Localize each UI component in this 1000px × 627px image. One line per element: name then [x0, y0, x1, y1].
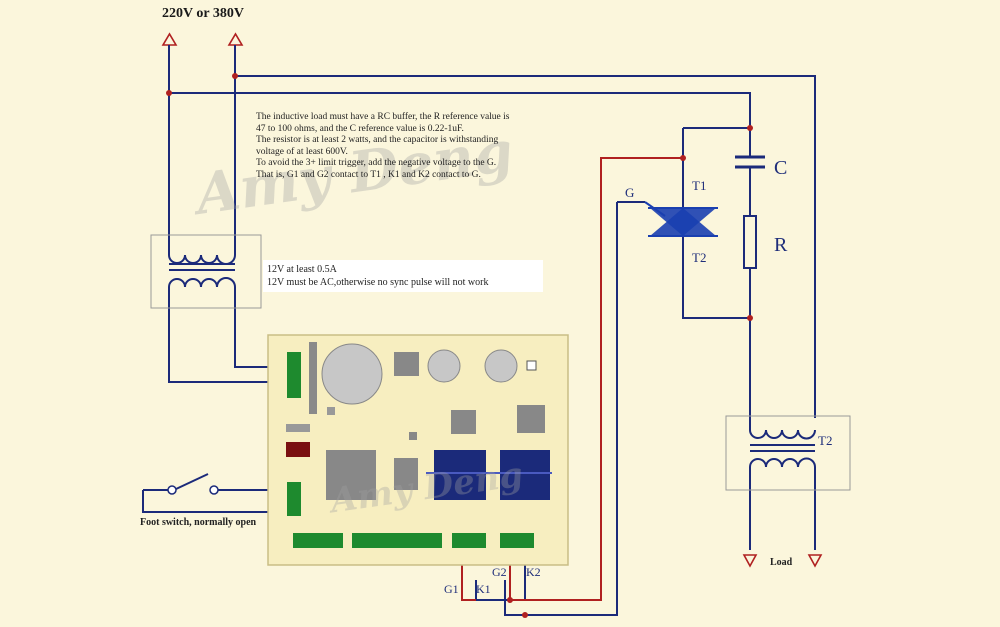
- capacitor-symbol: [735, 155, 765, 169]
- k1-label: K1: [476, 582, 491, 596]
- power-note: 12V at least 0.5A 12V must be AC,otherwi…: [263, 260, 543, 292]
- t1-label: T1: [692, 178, 707, 193]
- k2-label: K2: [526, 565, 541, 579]
- load-terminals: [742, 554, 823, 568]
- supply-terminal-left: [161, 32, 178, 46]
- supply-label: 220V or 380V: [162, 6, 244, 21]
- rc-note-line: The inductive load must have a RC buffer…: [256, 112, 510, 122]
- rc-note-line: voltage of at least 600V.: [256, 146, 348, 157]
- rc-note-line: That is, G1 and G2 contact to T1 , K1 an…: [256, 169, 481, 180]
- rc-note-line: 47 to 100 ohms, and the C reference valu…: [256, 123, 464, 134]
- t2-triac-label: T2: [692, 250, 707, 265]
- junction-dots: [166, 73, 753, 618]
- capacitor-label: C: [774, 157, 788, 179]
- controller-board: [267, 334, 569, 566]
- foot-switch: [167, 473, 219, 495]
- resistor-symbol: [743, 215, 757, 269]
- power-note-line: 12V at least 0.5A: [267, 264, 337, 275]
- transformer-12v: [150, 234, 262, 309]
- load-label: Load: [770, 557, 793, 568]
- power-note-line: 12V must be AC,otherwise no sync pulse w…: [267, 277, 489, 288]
- rc-note-line: To avoid the 3+ limit trigger, add the n…: [256, 158, 497, 168]
- g2-label: G2: [492, 565, 507, 579]
- resistor-label: R: [774, 234, 788, 256]
- t2-transformer-label: T2: [818, 433, 833, 448]
- g1-label: G1: [444, 582, 459, 596]
- triac-symbol: [644, 201, 718, 237]
- supply-terminal-right: [227, 32, 244, 46]
- wires-blue: [142, 45, 816, 616]
- rc-buffer-note: The inductive load must have a RC buffer…: [252, 110, 568, 183]
- rc-note-line: The resistor is at least 2 watts, and th…: [256, 135, 499, 145]
- foot-switch-label: Foot switch, normally open: [140, 517, 257, 528]
- gate-label: G: [625, 185, 635, 200]
- transformer-load: [725, 415, 851, 491]
